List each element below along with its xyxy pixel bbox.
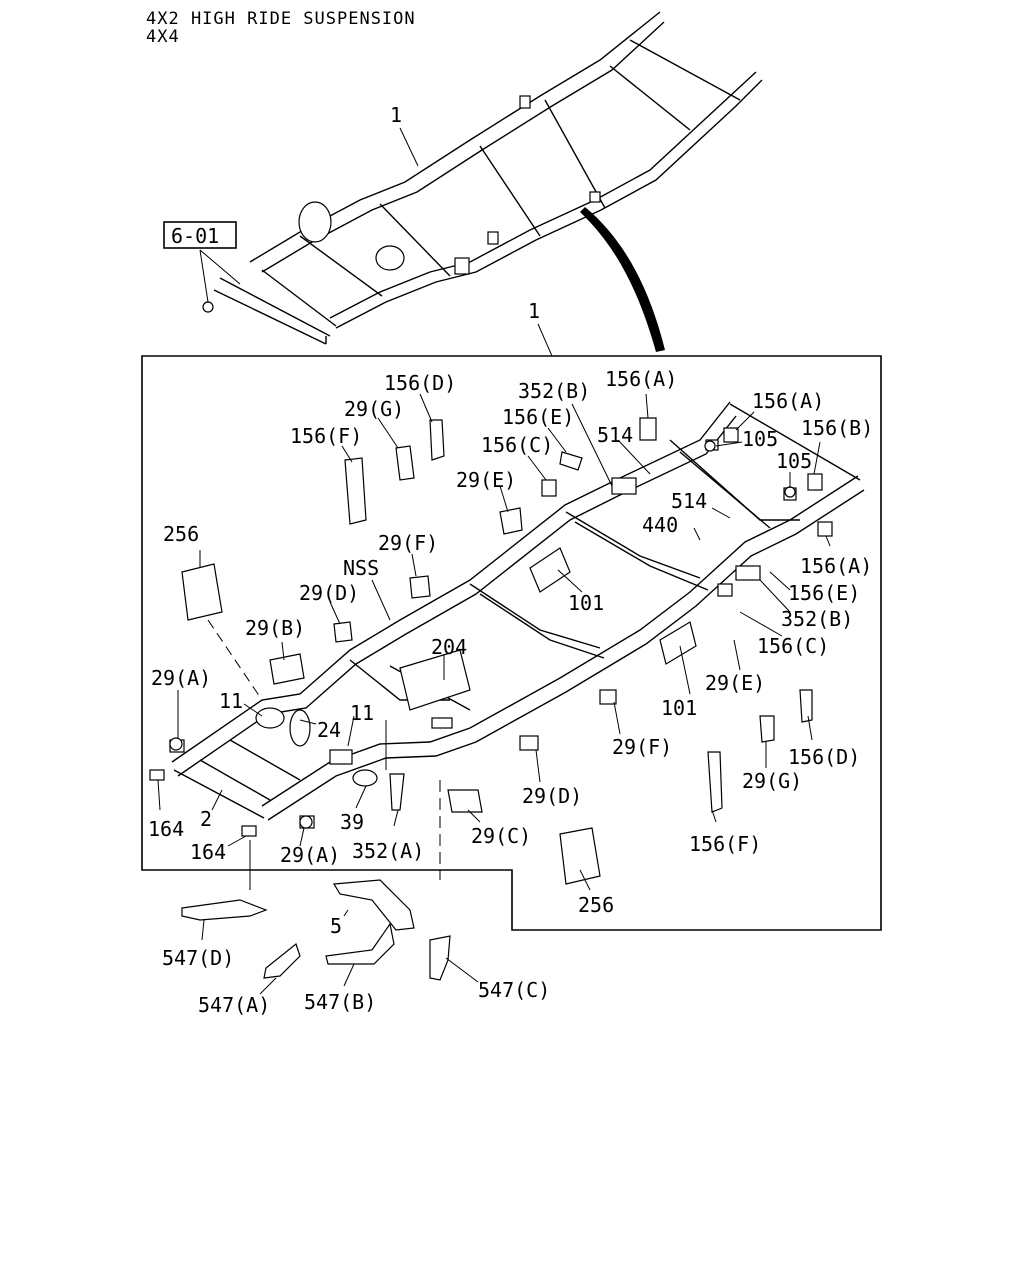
label-29E-r: 29(E): [705, 671, 765, 695]
detail-box: [141, 355, 882, 931]
part-547C: [429, 935, 451, 981]
label-156C-top: 156(C): [481, 433, 553, 457]
part-156F-right: [707, 751, 723, 813]
bolt-icon: [202, 301, 214, 313]
ref-box-6-01[interactable]: [163, 221, 237, 249]
detached-parts: [149, 417, 833, 885]
part-164-b: [241, 825, 257, 837]
label-547B: 547(B): [304, 990, 376, 1014]
label-105-b: 105: [776, 449, 812, 473]
label-352B-r: 352(B): [781, 607, 853, 631]
label-NSS: NSS: [343, 556, 379, 580]
label-156E-r: 156(E): [788, 581, 860, 605]
detail-label-1: 1: [528, 299, 540, 323]
label-5: 5: [330, 914, 342, 938]
label-29G-r: 29(G): [742, 769, 802, 793]
label-101-b: 101: [661, 696, 697, 720]
part-156A-r1: [723, 427, 739, 443]
label-547C: 547(C): [478, 978, 550, 1002]
part-29B: [269, 653, 305, 685]
label-440: 440: [642, 513, 678, 537]
overview-label-1: 1: [390, 103, 402, 127]
label-352B-top: 352(B): [518, 379, 590, 403]
part-547B: [325, 922, 395, 965]
label-29D-left: 29(D): [299, 581, 359, 605]
part-156A-top: [639, 417, 657, 441]
label-156A-top: 156(A): [605, 367, 677, 391]
part-29A-left: [169, 737, 183, 751]
part-156B: [807, 473, 823, 491]
label-29C: 29(C): [471, 824, 531, 848]
label-352A: 352(A): [352, 839, 424, 863]
detail-chassis-frame: [169, 401, 865, 829]
label-156D-r: 156(D): [788, 745, 860, 769]
lower-parts: [181, 879, 479, 995]
overview-chassis-frame: [213, 11, 763, 345]
part-29A-bottom: [299, 815, 313, 829]
label-156A-r2: 156(A): [800, 554, 872, 578]
detail-labels: 156(D) 29(G) 156(F) 352(B) 156(A) 156(E)…: [148, 367, 873, 917]
label-256-bot: 256: [578, 893, 614, 917]
part-105-a: [704, 440, 716, 452]
part-156C-top: [541, 479, 557, 497]
label-29A-bot: 29(A): [280, 843, 340, 867]
label-164-a: 164: [148, 817, 184, 841]
label-29F-top: 29(F): [378, 531, 438, 555]
label-29B: 29(B): [245, 616, 305, 640]
label-29A-left: 29(A): [151, 666, 211, 690]
part-164-a: [149, 769, 165, 781]
part-156A-r2: [817, 521, 833, 537]
part-547D: [181, 899, 268, 921]
part-156D-left: [429, 419, 445, 461]
part-29D-left: [333, 621, 353, 643]
label-514-mid: 514: [671, 489, 707, 513]
part-547A: [263, 942, 301, 979]
part-256-bottom: [559, 827, 601, 885]
label-29D-bot: 29(D): [522, 784, 582, 808]
part-156F-left: [344, 457, 367, 525]
label-256-left: 256: [163, 522, 199, 546]
label-156A-r1: 156(A): [752, 389, 824, 413]
leader-lines: [157, 393, 831, 891]
label-29E-top: 29(E): [456, 468, 516, 492]
detail-pointer-arrow: [580, 207, 665, 352]
label-156D-top: 156(D): [384, 371, 456, 395]
label-547D: 547(D): [162, 946, 234, 970]
label-101-a: 101: [568, 591, 604, 615]
label-164-b: 164: [190, 840, 226, 864]
part-29E-top: [499, 507, 523, 535]
part-29F-top: [409, 575, 431, 599]
header-subtitle: 4X4: [146, 27, 180, 47]
part-156E-top: [559, 451, 583, 471]
label-29G-top: 29(G): [344, 397, 404, 421]
label-514-top: 514: [597, 423, 633, 447]
label-156C-r: 156(C): [757, 634, 829, 658]
label-547A: 547(A): [198, 993, 270, 1017]
label-105-a: 105: [742, 427, 778, 451]
label-156F-top: 156(F): [290, 424, 362, 448]
label-39: 39: [340, 810, 364, 834]
label-11-a: 11: [219, 689, 243, 713]
part-29G-left: [395, 445, 415, 481]
label-11-b: 11: [350, 701, 374, 725]
lower-labels: 5 547(D) 547(A) 547(B) 547(C): [162, 914, 550, 1017]
label-156F-r: 156(F): [689, 832, 761, 856]
part-105-b: [784, 486, 796, 498]
part-156D-right: [799, 689, 813, 723]
label-24: 24: [317, 718, 341, 742]
part-5: [332, 879, 415, 931]
part-256-left: [181, 563, 223, 621]
label-29F-r: 29(F): [612, 735, 672, 759]
ref-box-label: 6-01: [171, 224, 219, 248]
label-2: 2: [200, 807, 212, 831]
label-156E-top: 156(E): [502, 405, 574, 429]
label-204: 204: [431, 635, 467, 659]
part-29G-right: [759, 715, 775, 743]
label-156B: 156(B): [801, 416, 873, 440]
header-title: 4X2 HIGH RIDE SUSPENSION: [146, 9, 416, 29]
